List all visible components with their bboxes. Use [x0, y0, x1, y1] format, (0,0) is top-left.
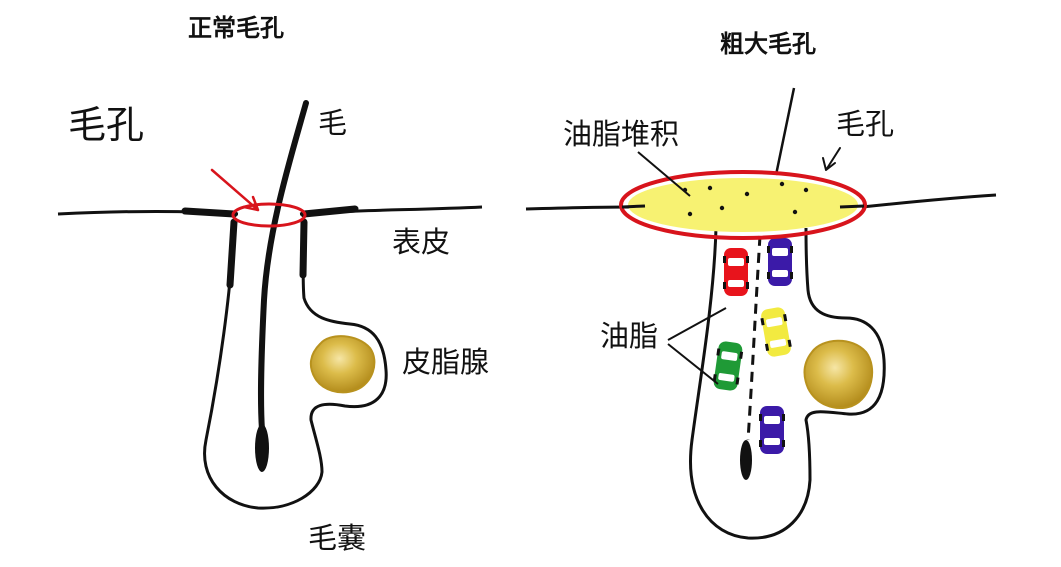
left-hair-shaft — [257, 100, 309, 433]
label-sebaceous-gland: 皮脂腺 — [402, 345, 489, 379]
sebum-car-red — [723, 248, 749, 296]
label-hair: 毛 — [318, 106, 347, 140]
enlarged-title: 粗大毛孔 — [720, 30, 816, 58]
label-follicle: 毛嚢 — [308, 521, 366, 555]
left-skin-surface — [57, 205, 483, 216]
right-hair-shaft-dashed — [746, 235, 762, 441]
left-pore-arrow — [210, 168, 260, 212]
leader-sebum-1 — [667, 307, 727, 341]
ring-surface-left — [621, 204, 646, 209]
sebum-car-purple-top — [767, 238, 793, 286]
right-hair-bulb — [740, 440, 752, 480]
enlarged-pore-panel: 粗大毛孔 — [525, 30, 997, 540]
left-pore-edge-left — [181, 207, 238, 218]
right-hair-line — [774, 87, 796, 176]
left-sebaceous-gland — [309, 335, 376, 394]
oil-buildup-fill — [628, 178, 858, 232]
right-sebaceous-gland — [803, 339, 874, 409]
sebum-car-purple-bottom — [759, 406, 785, 454]
normal-pore-panel: 正常毛孔 毛孔 毛 表皮 皮脂腺 毛嚢 — [57, 14, 489, 555]
oil-dots — [682, 181, 809, 217]
leader-sebum-2 — [667, 343, 719, 385]
label-sebum: 油脂 — [600, 319, 658, 353]
left-follicle-outline — [203, 219, 388, 510]
label-enlarged-pore: 毛孔 — [836, 107, 894, 141]
right-follicle-outline — [689, 227, 886, 540]
label-epidermis: 表皮 — [392, 225, 450, 259]
label-pore: 毛孔 — [68, 103, 144, 147]
normal-title: 正常毛孔 — [188, 14, 284, 42]
left-hair-bulb — [255, 424, 269, 472]
label-sebum-buildup: 油脂堆积 — [563, 117, 679, 151]
left-pore-ring — [231, 202, 307, 228]
left-follicle-lining-left — [226, 218, 238, 289]
left-follicle-lining-right — [299, 218, 308, 279]
ring-surface-right — [839, 204, 865, 209]
left-pore-edge-right — [300, 205, 359, 218]
leader-sebum-buildup — [637, 151, 691, 197]
right-pore-ring — [619, 170, 867, 240]
leader-pore-arrow — [822, 147, 841, 171]
